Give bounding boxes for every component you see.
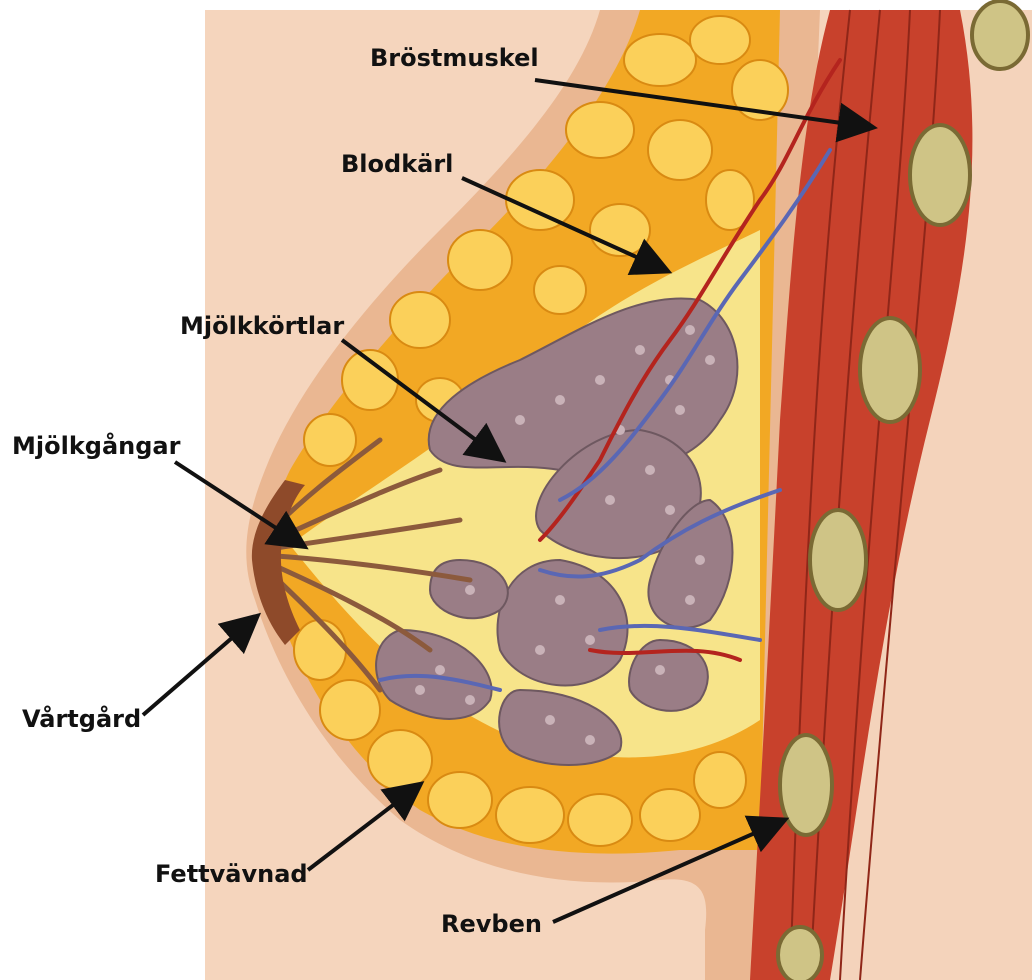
label-revben: Revben <box>441 910 542 938</box>
label-mjolkgangar: Mjölkgångar <box>12 432 180 460</box>
white-margin <box>0 0 205 980</box>
label-vartgard: Vårtgård <box>22 705 141 733</box>
label-fettvavnad: Fettvävnad <box>155 860 308 888</box>
label-mjolkkortlar: Mjölkkörtlar <box>180 312 344 340</box>
label-brostmuskel: Bröstmuskel <box>370 44 539 72</box>
label-blodkarl: Blodkärl <box>341 150 453 178</box>
